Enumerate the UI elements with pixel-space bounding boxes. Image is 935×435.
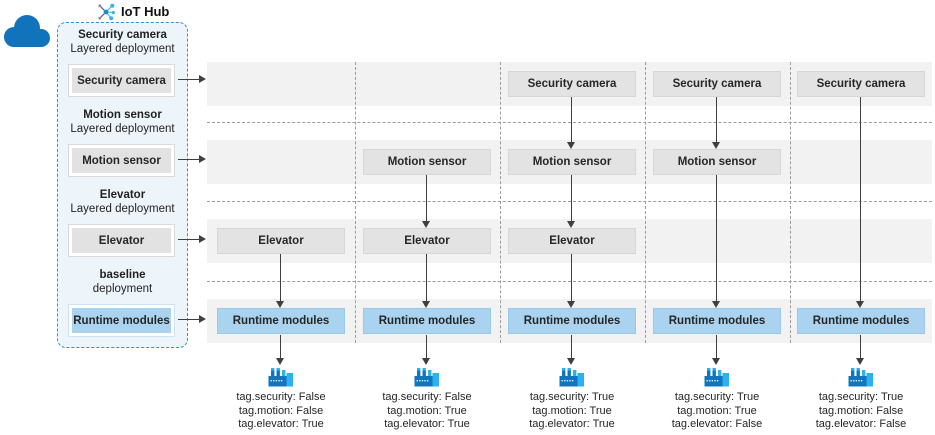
factory-icon <box>268 368 293 387</box>
module-box-label: Elevator <box>72 228 171 253</box>
arrow-motion-row <box>178 155 206 164</box>
arrow-col2-runtime-device <box>421 335 430 365</box>
grid-module-elevator-col1: Elevator <box>217 228 345 254</box>
deployment-subtitle: Layered deployment <box>70 43 175 55</box>
tag-line: tag.security: True <box>674 391 760 403</box>
column-divider <box>645 62 646 343</box>
deployment-header-security: Security camera Layered deployment <box>57 28 188 56</box>
module-box-runtime-modules: Runtime modules <box>68 304 175 337</box>
deployment-title: Elevator <box>99 189 146 201</box>
tag-line: tag.security: False <box>236 391 326 403</box>
grid-module-motion-col2: Motion sensor <box>363 149 491 175</box>
deployment-header-baseline: baseline deployment <box>57 268 188 296</box>
tag-line: tag.elevator: False <box>671 418 763 430</box>
grid-module-security-col3: Security camera <box>508 71 636 97</box>
arrow-security-row <box>178 75 206 84</box>
grid-module-security-col4: Security camera <box>653 71 781 97</box>
grid-module-motion-col3: Motion sensor <box>508 149 636 175</box>
tag-line: tag.elevator: True <box>238 418 324 430</box>
factory-icon <box>559 368 584 387</box>
deployment-subtitle: Layered deployment <box>70 203 175 215</box>
arrow-elevator-row <box>178 235 206 244</box>
module-box-motion-sensor: Motion sensor <box>68 144 175 177</box>
device-tags-col3: tag.security: True tag.motion: True tag.… <box>497 391 647 432</box>
device-tags-col1: tag.security: False tag.motion: False ta… <box>206 391 356 432</box>
iot-hub-icon <box>98 3 115 21</box>
arrow-col4-motion-runtime <box>711 175 720 308</box>
grid-module-runtime-col1: Runtime modules <box>217 308 345 334</box>
tag-line: tag.elevator: True <box>529 418 615 430</box>
tag-line: tag.motion: True <box>532 404 612 417</box>
deployment-header-elevator: Elevator Layered deployment <box>57 188 188 216</box>
grid-module-runtime-col3: Runtime modules <box>508 308 636 334</box>
row-divider <box>207 122 932 123</box>
arrow-col4-security-motion <box>711 97 720 149</box>
deployment-header-motion: Motion sensor Layered deployment <box>57 108 188 136</box>
arrow-col4-runtime-device <box>711 335 720 365</box>
grid-module-runtime-col4: Runtime modules <box>653 308 781 334</box>
deployment-subtitle: deployment <box>92 283 153 295</box>
arrow-col1-elevator-runtime <box>275 254 284 308</box>
tag-line: tag.security: True <box>529 391 615 403</box>
grid-module-runtime-col5: Runtime modules <box>797 308 925 334</box>
device-tags-col2: tag.security: False tag.motion: True tag… <box>352 391 502 432</box>
tag-line: tag.security: False <box>382 391 472 403</box>
column-divider <box>355 62 356 343</box>
deployment-title: Motion sensor <box>83 109 162 121</box>
grid-module-elevator-col3: Elevator <box>508 228 636 254</box>
arrow-col3-runtime-device <box>566 335 575 365</box>
module-box-label: Motion sensor <box>72 148 171 173</box>
tag-line: tag.elevator: True <box>384 418 470 430</box>
arrow-col5-security-runtime <box>855 97 864 308</box>
row-divider <box>207 281 932 282</box>
arrow-col3-security-motion <box>566 97 575 149</box>
iot-hub-label: IoT Hub <box>121 4 170 19</box>
deployment-title: Security camera <box>78 29 167 41</box>
deployment-title: baseline <box>99 269 146 281</box>
module-box-label: Security camera <box>72 68 171 93</box>
module-box-elevator: Elevator <box>68 224 175 257</box>
tag-line: tag.security: True <box>818 391 904 403</box>
arrow-col2-elevator-runtime <box>421 254 430 308</box>
grid-module-runtime-col2: Runtime modules <box>363 308 491 334</box>
tag-line: tag.elevator: False <box>815 418 907 430</box>
grid-module-security-col5: Security camera <box>797 71 925 97</box>
column-divider <box>790 62 791 343</box>
module-box-security-camera: Security camera <box>68 64 175 97</box>
arrow-col5-runtime-device <box>855 335 864 365</box>
device-tags-col5: tag.security: True tag.motion: False tag… <box>786 391 935 432</box>
arrow-col2-motion-elevator <box>421 175 430 228</box>
grid-module-motion-col4: Motion sensor <box>653 149 781 175</box>
arrow-col3-elevator-runtime <box>566 254 575 308</box>
factory-icon <box>414 368 439 387</box>
factory-icon <box>848 368 873 387</box>
tag-line: tag.motion: True <box>677 404 757 417</box>
device-tags-col4: tag.security: True tag.motion: True tag.… <box>642 391 792 432</box>
arrow-col1-runtime-device <box>275 335 284 365</box>
deployment-subtitle: Layered deployment <box>70 123 175 135</box>
cloud-icon <box>4 15 50 47</box>
tag-line: tag.motion: False <box>818 404 904 417</box>
tag-line: tag.motion: False <box>238 404 324 417</box>
grid-module-elevator-col2: Elevator <box>363 228 491 254</box>
tag-line: tag.motion: True <box>387 404 467 417</box>
module-box-label: Runtime modules <box>72 308 171 333</box>
row-divider <box>207 201 932 202</box>
column-divider <box>500 62 501 343</box>
factory-icon <box>704 368 729 387</box>
arrow-baseline-row <box>178 315 206 324</box>
arrow-col3-motion-elevator <box>566 175 575 228</box>
